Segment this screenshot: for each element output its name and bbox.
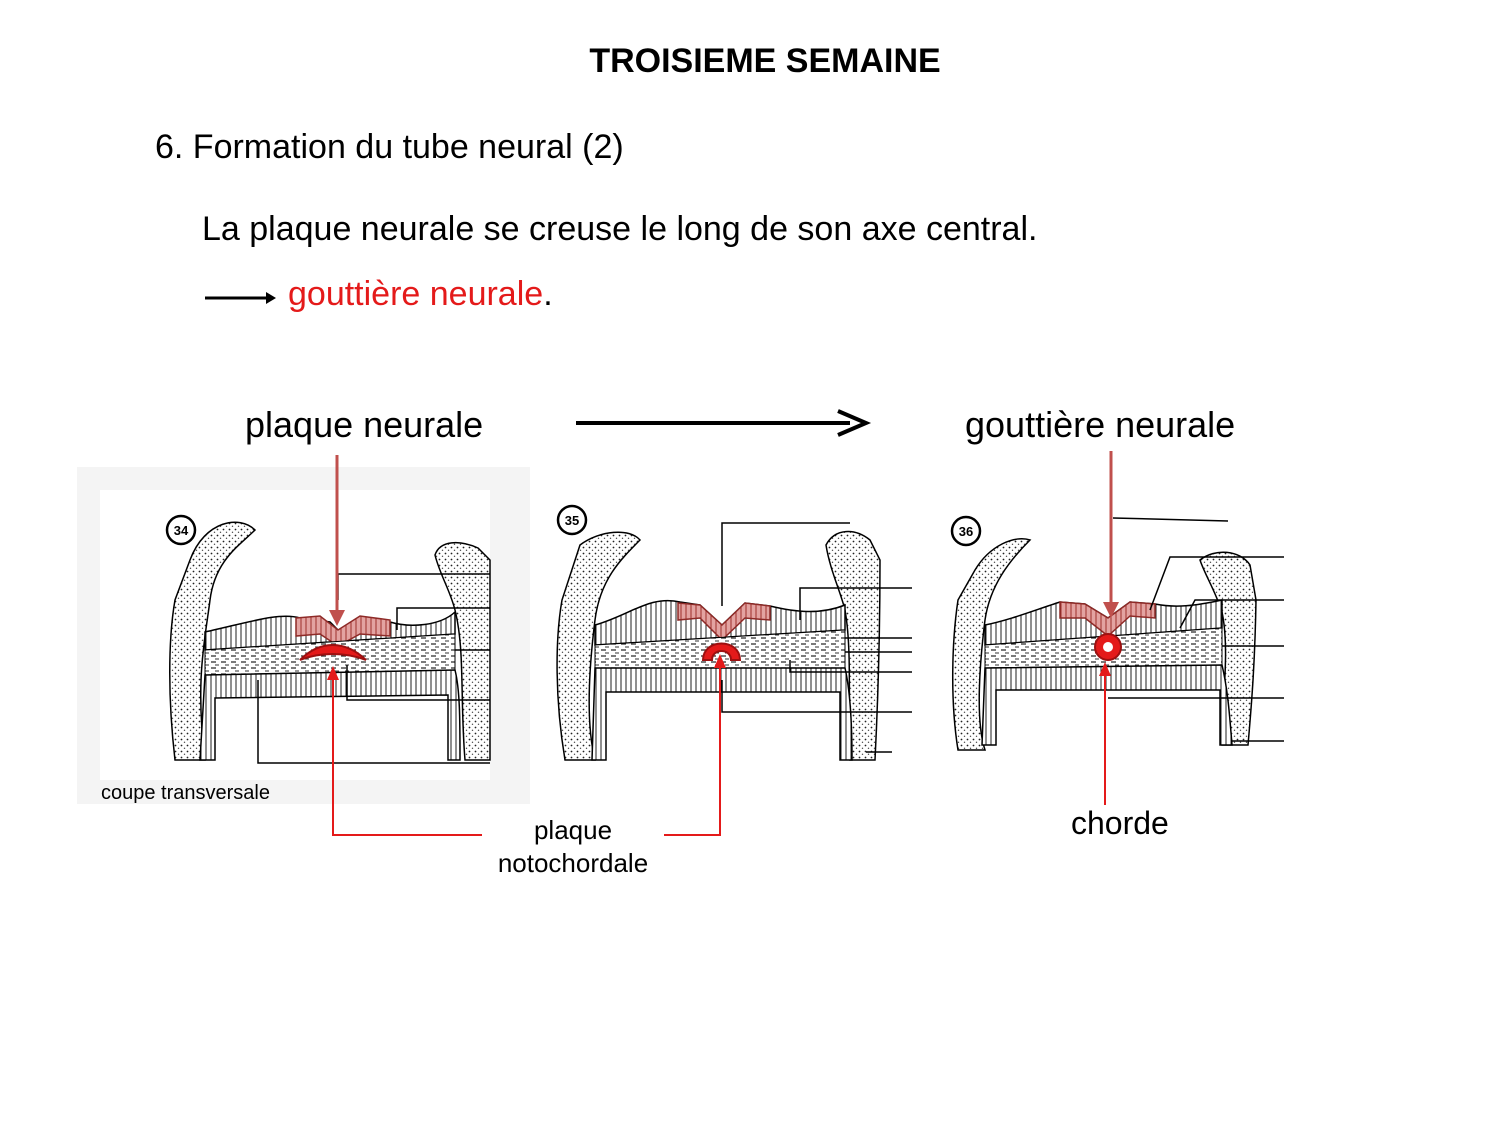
figure-34: 34	[77, 467, 530, 804]
section-caption: coupe transversale	[101, 782, 270, 804]
figure-35: 35	[556, 504, 912, 761]
result-arrow	[205, 292, 276, 304]
result-punct: .	[543, 275, 553, 313]
svg-text:34: 34	[174, 523, 189, 538]
figure-number-36: 36	[950, 515, 982, 547]
figure-36: 36	[950, 515, 1284, 751]
pointer-gouttiere-neurale	[1103, 451, 1119, 618]
description-text: La plaque neurale se creuse le long de s…	[202, 210, 1038, 248]
figure-number-35: 35	[556, 504, 588, 536]
label-notochord: chorde	[1071, 805, 1169, 841]
pointer-plaque-neurale	[329, 455, 345, 626]
figure-number-34: 34	[165, 514, 197, 546]
stage-label-neural-groove: gouttière neurale	[965, 404, 1236, 445]
transition-arrow	[576, 409, 872, 437]
pointer-chorde	[1099, 662, 1111, 805]
result-line: gouttière neurale.	[288, 275, 553, 314]
result-term: gouttière neurale	[288, 275, 544, 313]
svg-text:36: 36	[959, 524, 973, 539]
pointer-plaque-notochordale	[327, 654, 726, 836]
label-notochordal-plate: plaque notochordale	[497, 815, 649, 878]
stage-label-neural-plate: plaque neurale	[245, 404, 484, 445]
section-heading: 6. Formation du tube neural (2)	[155, 128, 624, 166]
slide-title: TROISIEME SEMAINE	[589, 42, 941, 80]
svg-text:35: 35	[565, 513, 579, 528]
